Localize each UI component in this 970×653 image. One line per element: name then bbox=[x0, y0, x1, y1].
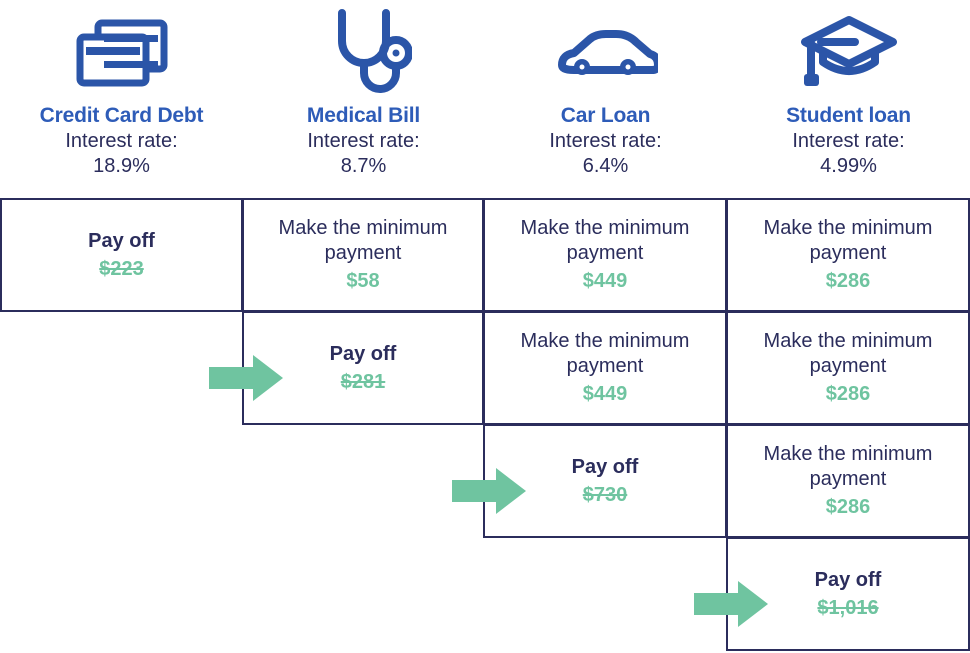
interest-rate-label: Interest rate: bbox=[792, 130, 905, 152]
interest-rate-value: 8.7% bbox=[340, 155, 387, 177]
debt-name: Credit Card Debt bbox=[39, 104, 204, 127]
plan-action: Pay off bbox=[88, 229, 155, 252]
plan-cell[interactable]: Make the minimum payment $449 bbox=[483, 198, 727, 312]
plan-cell[interactable]: Make the minimum payment $286 bbox=[726, 311, 970, 425]
plan-amount: $286 bbox=[825, 496, 871, 518]
debt-header-row: Credit Card Debt Interest rate: 18.9% Me… bbox=[0, 0, 970, 198]
interest-rate-value: 4.99% bbox=[820, 155, 877, 177]
debt-header-medical-bill: Medical Bill Interest rate: 8.7% bbox=[243, 0, 484, 198]
graduation-cap-icon bbox=[799, 6, 899, 102]
snowball-arrow-icon bbox=[694, 581, 768, 627]
interest-rate-label: Interest rate: bbox=[65, 130, 178, 152]
plan-action: Pay off bbox=[329, 342, 397, 365]
plan-amount: $449 bbox=[582, 270, 628, 292]
interest-rate-value: 18.9% bbox=[93, 155, 150, 177]
plan-action: Pay off bbox=[571, 455, 639, 478]
plan-action: Make the minimum payment bbox=[763, 217, 933, 264]
plan-cell[interactable]: Make the minimum payment $286 bbox=[726, 198, 970, 312]
plan-action: Make the minimum payment bbox=[763, 443, 933, 490]
plan-cell[interactable]: Make the minimum payment $286 bbox=[726, 424, 970, 538]
debt-name: Student loan bbox=[786, 104, 911, 127]
plan-amount: $1,016 bbox=[817, 596, 879, 619]
debt-name: Medical Bill bbox=[306, 104, 421, 127]
plan-amount: $286 bbox=[825, 383, 871, 405]
plan-action: Make the minimum payment bbox=[763, 330, 933, 377]
interest-rate-value: 6.4% bbox=[582, 155, 629, 177]
plan-amount: $281 bbox=[340, 370, 386, 393]
plan-action: Make the minimum payment bbox=[520, 217, 690, 264]
plan-action: Pay off bbox=[814, 568, 882, 591]
credit-card-icon bbox=[74, 6, 170, 102]
snowball-arrow-icon bbox=[452, 468, 526, 514]
plan-amount: $730 bbox=[582, 483, 628, 506]
debt-name: Car Loan bbox=[560, 104, 651, 127]
plan-amount: $223 bbox=[99, 257, 144, 280]
plan-cell[interactable]: Make the minimum payment $58 bbox=[242, 198, 484, 312]
plan-amount: $449 bbox=[582, 383, 628, 405]
car-icon bbox=[554, 6, 658, 102]
stethoscope-icon bbox=[316, 6, 412, 102]
plan-action: Make the minimum payment bbox=[520, 330, 690, 377]
payment-plan-grid: Pay off $223 Make the minimum payment $5… bbox=[0, 198, 970, 653]
debt-header-student-loan: Student loan Interest rate: 4.99% bbox=[727, 0, 970, 198]
plan-cell[interactable]: Make the minimum payment $449 bbox=[483, 311, 727, 425]
interest-rate-label: Interest rate: bbox=[307, 130, 420, 152]
plan-amount: $58 bbox=[346, 270, 380, 292]
snowball-arrow-icon bbox=[209, 355, 283, 401]
interest-rate-label: Interest rate: bbox=[549, 130, 662, 152]
debt-header-credit-card: Credit Card Debt Interest rate: 18.9% bbox=[0, 0, 243, 198]
plan-action: Make the minimum payment bbox=[278, 217, 448, 264]
plan-amount: $286 bbox=[825, 270, 871, 292]
debt-header-car-loan: Car Loan Interest rate: 6.4% bbox=[484, 0, 727, 198]
plan-cell[interactable]: Pay off $223 bbox=[0, 198, 243, 312]
